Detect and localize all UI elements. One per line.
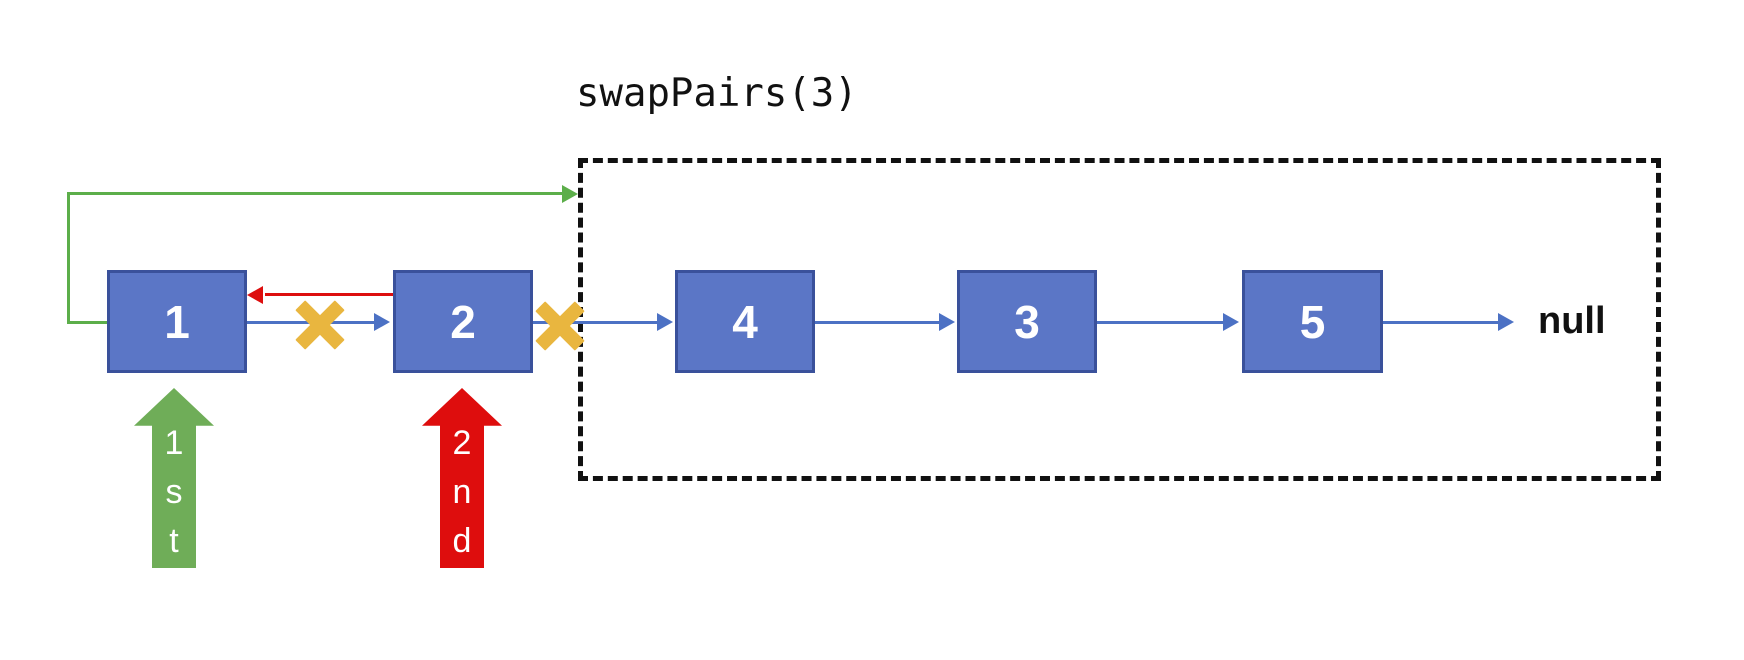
- link-arrowhead-5-null: [1498, 313, 1514, 331]
- link-arrowhead-1-2: [374, 313, 390, 331]
- second-pointer-arrow: 2 n d: [422, 388, 502, 568]
- green-link-line-bottom: [67, 321, 109, 324]
- node-value: 3: [1014, 295, 1040, 348]
- node-value: 2: [450, 295, 476, 348]
- link-line-3-5: [1097, 321, 1225, 324]
- link-arrowhead-2-4: [657, 313, 673, 331]
- node-value: 4: [732, 295, 758, 348]
- green-link-line-vertical: [67, 192, 70, 324]
- function-call-title: swapPairs(3): [576, 71, 858, 116]
- second-pointer-label: 2 n d: [452, 424, 472, 560]
- link-line-2-4: [533, 321, 659, 324]
- link-arrowhead-3-5: [1223, 313, 1239, 331]
- broken-link-cross-icon-2: [535, 301, 585, 351]
- green-link-line-top: [67, 192, 562, 195]
- broken-link-cross-icon-1: [295, 300, 345, 350]
- list-node-1: 1: [107, 270, 247, 373]
- list-node-5: 5: [1242, 270, 1383, 373]
- red-arrowhead-icon: [247, 286, 263, 304]
- link-line-4-3: [815, 321, 941, 324]
- first-pointer-arrow: 1 s t: [134, 388, 214, 568]
- node-value: 5: [1299, 295, 1326, 348]
- list-node-4: 4: [675, 270, 815, 373]
- first-pointer-label: 1 s t: [164, 424, 184, 560]
- node-value: 1: [164, 295, 190, 348]
- link-line-5-null: [1383, 321, 1500, 324]
- green-arrowhead-icon: [562, 185, 578, 203]
- list-node-2: 2: [393, 270, 533, 373]
- list-node-3: 3: [957, 270, 1097, 373]
- null-terminator-label: null: [1538, 300, 1606, 342]
- link-arrowhead-4-3: [939, 313, 955, 331]
- red-back-link-line: [265, 293, 393, 296]
- recursive-call-boundary-box: [578, 158, 1661, 481]
